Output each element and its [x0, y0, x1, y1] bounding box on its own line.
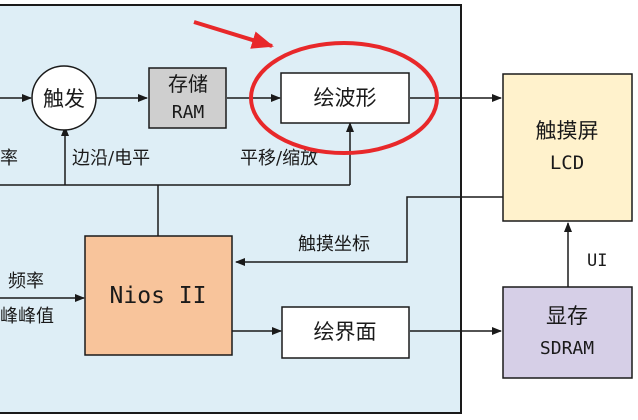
vram-label-line1: 显存: [546, 304, 588, 328]
storage-label-line2: RAM: [172, 102, 205, 123]
edge-level-label: 边沿/电平: [72, 148, 150, 169]
nios-ii-label: Nios II: [110, 283, 207, 309]
storage-ram-node: [148, 67, 227, 129]
touch-coords-label: 触摸坐标: [298, 234, 370, 255]
touchscreen-lcd-node: [502, 73, 633, 222]
highlight-pointer-arrow: [193, 20, 274, 49]
storage-label-line1: 存储: [168, 72, 208, 96]
vram-sdram-node: [502, 286, 633, 379]
frequency-label: 频率: [8, 271, 44, 292]
arrow-touch-coords: [235, 196, 503, 266]
peak-to-peak-label: 峰峰值: [0, 306, 54, 327]
draw-ui-node: [281, 306, 410, 359]
draw-waveform-label: 绘波形: [314, 86, 377, 110]
trigger-node: [31, 65, 97, 131]
rate-partial-label: 率: [0, 148, 18, 169]
trigger-label: 触发: [43, 87, 85, 111]
draw-ui-label: 绘界面: [314, 320, 377, 344]
touchscreen-label-line2: LCD: [550, 152, 584, 174]
vram-label-line2: SDRAM: [540, 338, 594, 359]
draw-waveform-node: [280, 72, 410, 124]
touchscreen-label-line1: 触摸屏: [536, 119, 599, 143]
ui-label: UI: [587, 251, 607, 271]
highlight-ellipse: [249, 41, 439, 155]
pan-zoom-label: 平移/缩放: [240, 148, 318, 169]
connection-lines: [0, 94, 572, 335]
nios-ii-node: [84, 235, 233, 356]
